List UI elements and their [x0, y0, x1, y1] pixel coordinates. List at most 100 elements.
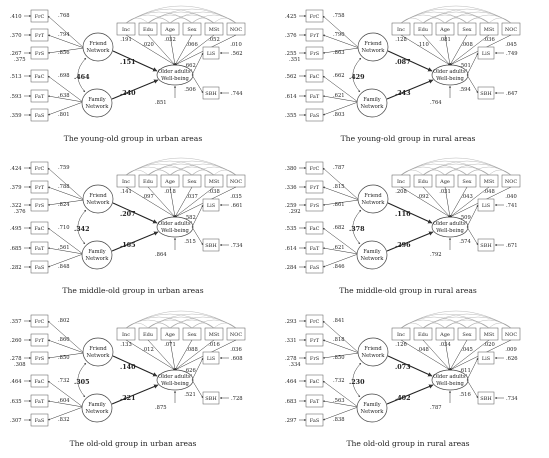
- friend-network-label: Friend: [364, 346, 382, 352]
- friend-network-label: Network: [87, 353, 111, 359]
- covariate-path-arrow: [449, 339, 468, 371]
- well-being-label: Well-being: [161, 228, 189, 234]
- outcome-loading: .521: [184, 392, 196, 398]
- latent-correlation-arc: [77, 209, 87, 245]
- factor-loading: .861: [333, 202, 345, 208]
- outcome-indicator-label: LiS: [207, 51, 216, 57]
- family-network-label: Family: [88, 402, 106, 408]
- family-path-arrow: [386, 79, 434, 100]
- covariate-covariance-arc: [466, 166, 512, 176]
- outcome-indicator-label: SBH: [205, 243, 217, 249]
- error-variance: .685: [10, 246, 22, 252]
- indicator-label: FrC: [35, 14, 45, 20]
- outcome-error-variance: .671: [506, 243, 518, 249]
- panel-caption: The middle-old group in urban areas: [62, 286, 203, 295]
- covariate-path-coef: .018: [164, 189, 176, 195]
- covariate-label: Inc: [122, 27, 130, 33]
- loading-arrow: [47, 47, 85, 54]
- covariate-label: Edu: [418, 179, 429, 185]
- indicator-label: FrS: [35, 51, 45, 57]
- family-network-label: Family: [88, 249, 106, 255]
- outcome-error-variance: .734: [506, 396, 518, 402]
- loading-arrow: [322, 167, 360, 201]
- covariate-path-arrow: [400, 34, 451, 66]
- factor-loading: .662: [333, 73, 345, 79]
- error-variance: .331: [285, 338, 297, 344]
- error-variance: .284: [285, 265, 297, 271]
- error-covariance: .376: [14, 209, 26, 215]
- family-path-arrow: [386, 231, 434, 252]
- covariate-covariance-arc: [466, 169, 490, 176]
- factor-loading: .856: [58, 50, 70, 56]
- panel-caption: The old-old group in rural areas: [346, 439, 469, 448]
- covariate-path-coef: .040: [505, 194, 517, 200]
- friend-network-ellipse: [357, 337, 389, 367]
- indicator-label: FaC: [35, 226, 45, 232]
- loading-arrow: [322, 15, 360, 49]
- family-path-coef: .240: [120, 89, 136, 97]
- outcome-indicator-label: SBH: [205, 396, 217, 402]
- residual-variance: .792: [430, 252, 442, 258]
- covariate-covariance-arc: [422, 169, 446, 176]
- factor-loading: .802: [58, 318, 70, 324]
- outcome-loading: .515: [184, 239, 196, 245]
- factor-loading: .850: [333, 355, 345, 361]
- covariate-label: NOC: [505, 179, 517, 185]
- covariate-covariance-arc: [169, 169, 193, 176]
- outcome-indicator-label: SBH: [480, 243, 492, 249]
- covariate-path-coef: .191: [120, 37, 132, 43]
- covariate-label: NOC: [230, 332, 242, 338]
- outcome-loading-arrow: [191, 357, 204, 381]
- error-variance: .355: [285, 113, 297, 119]
- covariate-path-arrow: [174, 34, 215, 66]
- friend-path-arrow: [387, 50, 433, 72]
- covariate-path-arrow: [444, 186, 451, 218]
- covariate-path-arrow: [449, 186, 468, 218]
- covariate-covariance-arc: [191, 166, 237, 176]
- covariate-label: Edu: [418, 332, 429, 338]
- loading-arrow: [47, 186, 85, 201]
- covariate-label: Age: [164, 332, 175, 338]
- family-network-label: Family: [363, 97, 381, 103]
- loading-arrow: [322, 400, 359, 408]
- covariate-label: MSt: [484, 332, 495, 338]
- covariate-path-arrow: [169, 34, 176, 66]
- error-covariance: .334: [289, 362, 301, 368]
- family-path-coef: .402: [395, 394, 411, 402]
- error-variance: .376: [285, 33, 297, 39]
- covariate-label: NOC: [230, 27, 242, 33]
- family-path-coef: .243: [395, 89, 411, 97]
- family-network-label: Family: [363, 402, 381, 408]
- covariate-label: Inc: [397, 332, 405, 338]
- loading-arrow: [322, 227, 359, 255]
- covariate-path-coef: .133: [120, 342, 132, 348]
- panel-caption: The middle-old group in rural areas: [339, 286, 477, 295]
- covariate-covariance-arc: [191, 14, 237, 24]
- friend-path-arrow: [112, 202, 158, 224]
- covariate-label: MSt: [209, 332, 220, 338]
- covariate-covariance-arc: [213, 322, 237, 329]
- error-variance: .635: [10, 399, 22, 405]
- friend-network-label: Network: [87, 200, 111, 206]
- indicator-label: FaS: [35, 265, 45, 271]
- indicator-label: FaT: [310, 246, 320, 252]
- outcome-loading-arrow: [466, 52, 479, 76]
- well-being-label: Well-being: [436, 76, 464, 82]
- outcome-indicator-label: SBH: [205, 91, 217, 97]
- covariate-covariance-arc: [488, 17, 512, 24]
- covariate-path-arrow: [174, 34, 193, 66]
- error-covariance: .351: [289, 57, 301, 63]
- well-being-label: Older adults': [158, 221, 192, 227]
- friend-path-arrow: [387, 202, 433, 224]
- covariate-path-coef: .088: [186, 347, 198, 353]
- friend-path-coef: .151: [120, 58, 136, 66]
- family-network-ellipse: [356, 393, 388, 423]
- indicator-label: FrT: [310, 185, 320, 191]
- loading-arrow: [322, 186, 360, 201]
- factor-loading: .841: [333, 318, 345, 324]
- outcome-loading: .611: [459, 368, 471, 374]
- outcome-loading-arrow: [191, 74, 204, 94]
- covariate-covariance-arc: [125, 322, 149, 329]
- factor-loading: .863: [333, 50, 345, 56]
- error-covariance: .308: [14, 362, 26, 368]
